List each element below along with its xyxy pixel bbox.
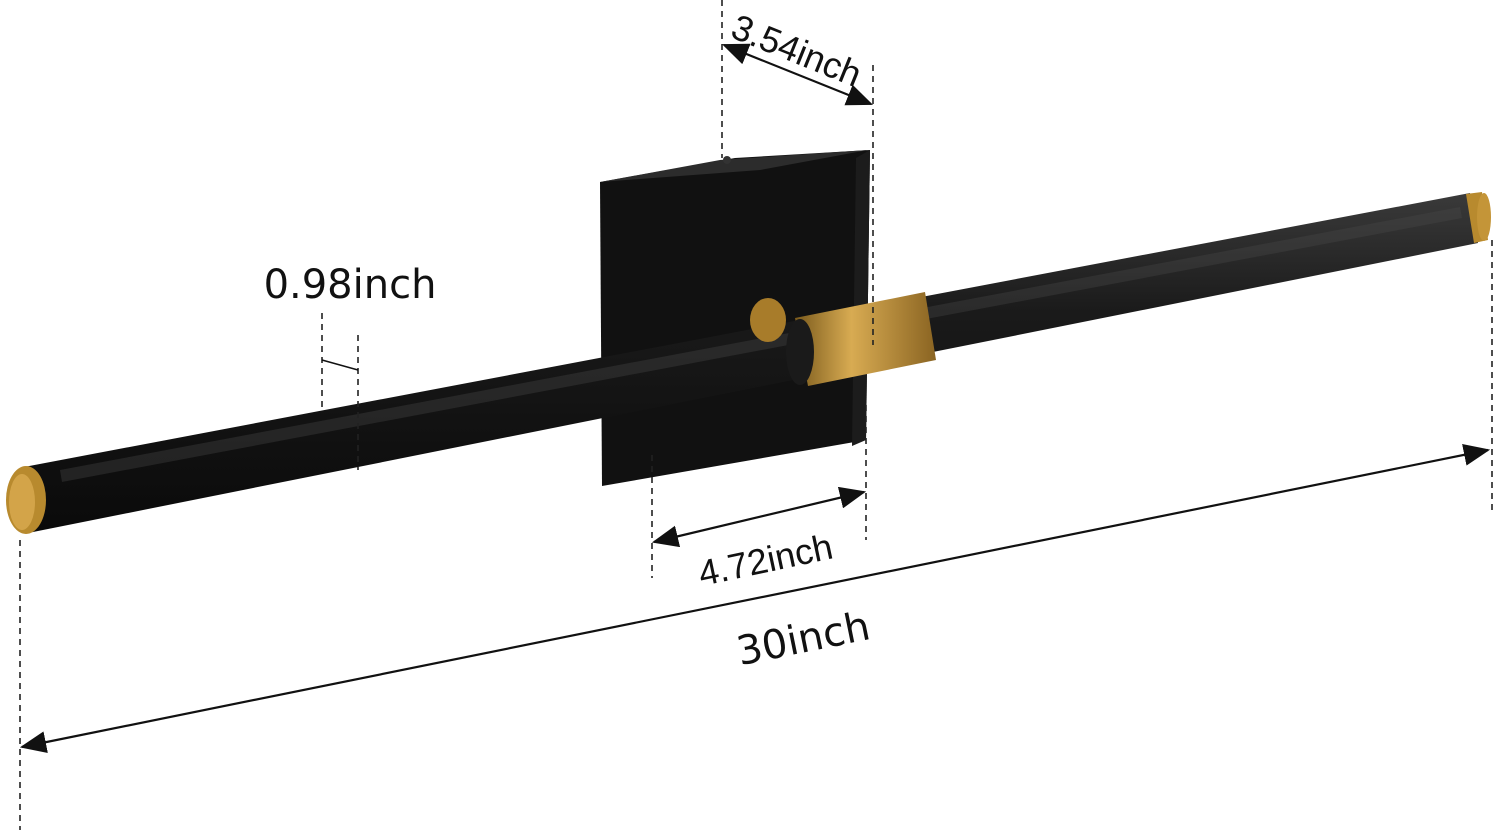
screw-icon — [723, 156, 731, 164]
plate-width-arrow — [651, 486, 867, 548]
plate-width-label: 4.72inch — [695, 526, 837, 594]
diameter-tick — [321, 359, 359, 371]
depth-label: 3.54inch — [726, 6, 868, 95]
left-end-cap — [6, 466, 46, 534]
right-end-cap — [1466, 192, 1491, 243]
diameter-label: 0.98inch — [264, 262, 437, 308]
length-arrow — [19, 444, 1491, 753]
brass-collar — [750, 292, 936, 386]
depth-arrow — [721, 43, 874, 106]
length-label: 30inch — [733, 603, 874, 675]
